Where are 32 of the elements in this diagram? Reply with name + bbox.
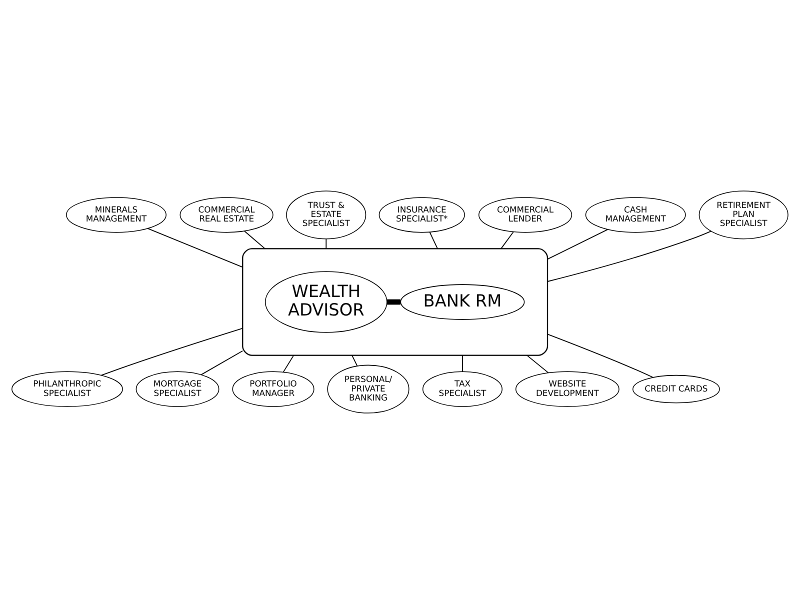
connector [100,327,244,376]
connector [462,354,463,372]
connector [547,333,654,378]
connector [244,230,266,249]
cluster [242,248,548,356]
node-ellipse: TAX SPECIALIST [422,370,502,406]
node-ellipse: COMMERCIAL REAL ESTATE [180,196,274,232]
node-ellipse: INSURANCE SPECIALIST* [378,196,465,232]
node-ellipse: WEBSITE DEVELOPMENT [515,370,620,406]
node-ellipse: TRUST & ESTATE SPECIALIST [286,190,366,239]
node-ellipse: BANK RM [400,284,525,320]
node-ellipse: CASH MANAGEMENT [585,196,686,232]
connector [547,230,712,282]
node-ellipse: CREDIT CARDS [632,374,720,403]
node-ellipse: WEALTH ADVISOR [264,270,388,332]
connector [326,238,327,249]
node-ellipse: PORTFOLIO MANAGER [232,370,314,406]
connector [282,354,294,372]
connector [386,298,400,304]
connector [526,354,549,373]
node-ellipse: RETIREMENT PLAN SPECIALIST [698,190,788,239]
connector [147,228,244,268]
connector [429,231,438,249]
connector [547,228,608,260]
node-ellipse: PHILANTHROPIC SPECIALIST [12,370,123,406]
node-ellipse: MORTGAGE SPECIALIST [136,370,220,406]
node-ellipse: PERSONAL/ PRIVATE BANKING [327,364,410,413]
connector [200,350,244,375]
node-ellipse: MINERALS MANAGEMENT [66,196,166,232]
connector [500,230,514,249]
connector [352,354,358,366]
node-ellipse: COMMERCIAL LENDER [478,196,572,232]
